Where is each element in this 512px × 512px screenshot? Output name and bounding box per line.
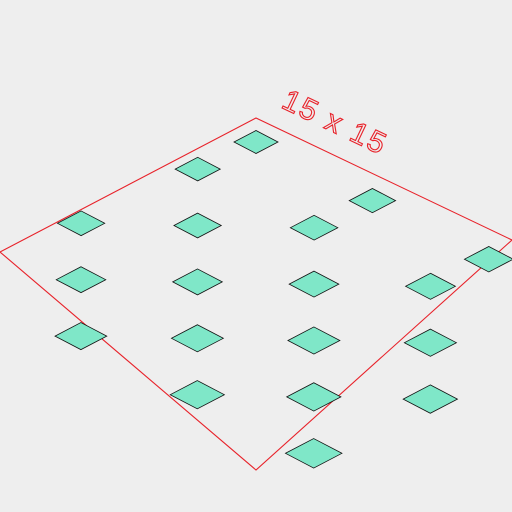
- grid-tile: [173, 212, 223, 239]
- grid-tile: [404, 272, 457, 300]
- grid-tile: [287, 326, 341, 355]
- grid-tile: [171, 268, 224, 296]
- grid-tile: [284, 438, 343, 469]
- grid-tile: [170, 324, 225, 353]
- grid-tile: [169, 380, 226, 410]
- grid-tile: [56, 210, 106, 237]
- grid-tile: [402, 384, 459, 414]
- tile-grid: [54, 130, 512, 469]
- grid-tile: [348, 188, 397, 214]
- dimension-label: 15 x 15: [277, 84, 393, 162]
- grid-tile: [285, 382, 342, 412]
- plot-boundary: [0, 117, 512, 471]
- grid-tile: [289, 214, 339, 241]
- grid-tile: [55, 266, 107, 294]
- grid-tile: [174, 156, 222, 182]
- grid-tile: [288, 270, 340, 298]
- grid-tile: [233, 130, 279, 154]
- grid-tile: [463, 246, 512, 273]
- grid-tile: [54, 322, 108, 351]
- grid-tile: [403, 328, 458, 357]
